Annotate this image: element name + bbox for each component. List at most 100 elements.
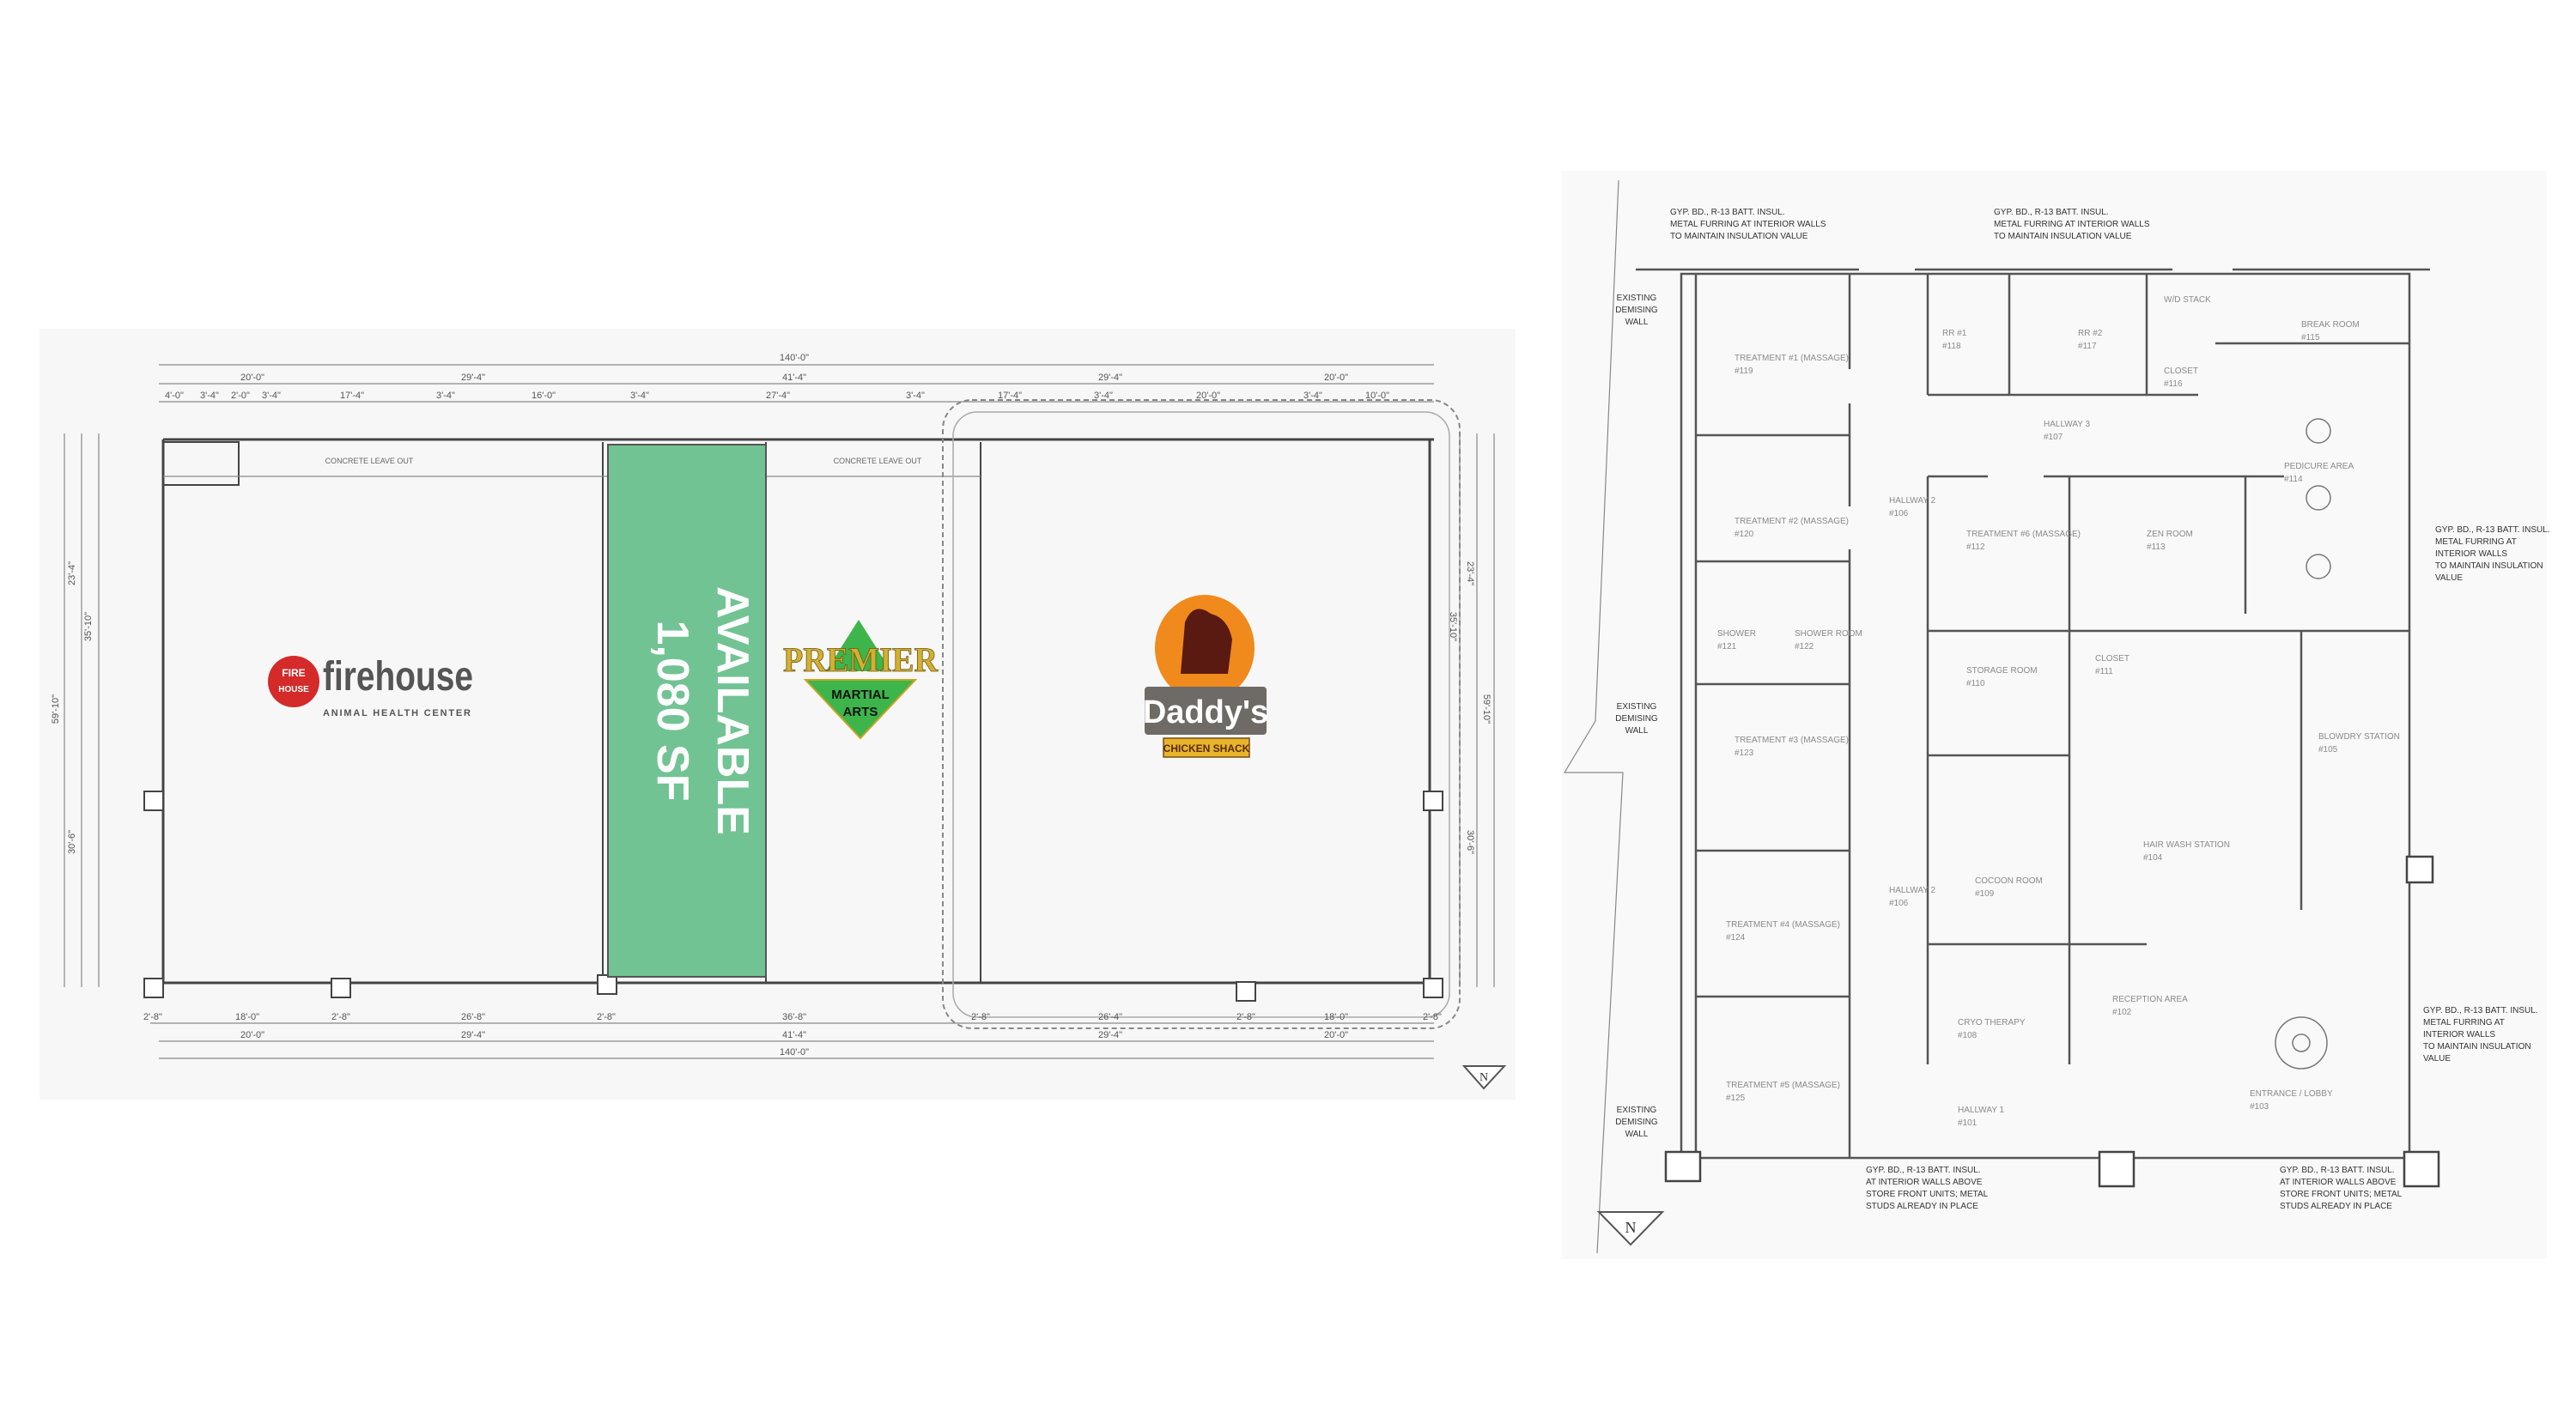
dimension-label: 2'-8" bbox=[971, 1012, 990, 1022]
dimension-labels: 140'-0"20'-0"29'-4"41'-4"29'-4"20'-0"4'-… bbox=[51, 353, 1492, 1058]
note-line: TO MAINTAIN INSULATION VALUE bbox=[1670, 232, 1808, 241]
room-name: ENTRANCE / LOBBY bbox=[2250, 1089, 2333, 1099]
dimension-label: 26'-4" bbox=[1098, 1012, 1122, 1022]
note-line: TO MAINTAIN INSULATION VALUE bbox=[1994, 232, 2132, 241]
room-name: STORAGE ROOM bbox=[1966, 666, 2038, 676]
svg-text:MARTIAL: MARTIAL bbox=[831, 688, 890, 702]
note-line: AT INTERIOR WALLS ABOVE bbox=[1866, 1178, 1983, 1187]
construction-note: GYP. BD., R-13 BATT. INSUL.AT INTERIOR W… bbox=[2280, 1166, 2403, 1211]
room-number: #118 bbox=[1942, 342, 1961, 351]
dimension-label: 3'-4" bbox=[200, 391, 219, 401]
interior-walls bbox=[1636, 268, 2430, 1160]
plan-background bbox=[1562, 171, 2547, 1259]
room-label: TREATMENT #6 (MASSAGE)#112 bbox=[1966, 530, 2081, 552]
dimension-label-left: 30'-6" bbox=[67, 830, 77, 854]
dimension-label: 20'-0" bbox=[240, 1030, 264, 1040]
north-arrow-icon: N bbox=[1461, 1065, 1507, 1090]
room-label: CLOSET#116 bbox=[2164, 367, 2198, 389]
room-name: CLOSET bbox=[2164, 367, 2198, 376]
room-name: TREATMENT #2 (MASSAGE) bbox=[1735, 517, 1849, 526]
room-name: SHOWER bbox=[1717, 629, 1756, 639]
note-line: GYP. BD., R-13 BATT. INSUL. bbox=[2423, 1006, 2538, 1015]
note-line: EXISTING bbox=[1617, 702, 1657, 712]
room-number: #112 bbox=[1966, 542, 1985, 552]
room-name: TREATMENT #4 (MASSAGE) bbox=[1726, 920, 1840, 930]
svg-text:PREMIER: PREMIER bbox=[783, 640, 939, 679]
pedicure-chairs bbox=[2275, 418, 2331, 1070]
north-arrow-icon: N bbox=[1596, 1211, 1665, 1246]
dimension-label-right: 23'-4" bbox=[1465, 561, 1475, 585]
room-number: #111 bbox=[2095, 667, 2113, 676]
note-line: GYP. BD., R-13 BATT. INSUL. bbox=[1670, 208, 1785, 217]
room-label: BLOWDRY STATION#105 bbox=[2318, 732, 2400, 755]
construction-notes: GYP. BD., R-13 BATT. INSUL. METAL FURRING… bbox=[1615, 208, 2549, 1211]
dimension-label: 16'-0" bbox=[532, 391, 556, 401]
room-number: #107 bbox=[2044, 433, 2063, 442]
room-name: CLOSET bbox=[2095, 654, 2129, 664]
note-line: DEMISING bbox=[1615, 714, 1658, 724]
room-label: COCOON ROOM#109 bbox=[1975, 876, 2043, 899]
dimension-label: 29'-4" bbox=[1098, 1030, 1122, 1040]
dimension-label: 3'-4" bbox=[1303, 391, 1322, 401]
dimension-label: 140'-0" bbox=[780, 353, 809, 363]
note-line: WALL bbox=[1625, 1130, 1649, 1139]
note-line: METAL FURRING AT bbox=[2423, 1018, 2505, 1027]
dimension-label: 41'-4" bbox=[782, 373, 806, 383]
dimension-label: 36'-8" bbox=[782, 1012, 806, 1022]
room-label: TREATMENT #2 (MASSAGE) #120 bbox=[1735, 517, 1849, 539]
dimension-label: 2'-8" bbox=[143, 1012, 162, 1022]
dimension-label: 18'-0" bbox=[235, 1012, 259, 1022]
dimension-label: 29'-4" bbox=[1098, 373, 1122, 383]
concrete-label: CONCRETE LEAVE OUT bbox=[325, 457, 414, 465]
dimension-label: 140'-0" bbox=[780, 1047, 809, 1058]
note-line: VALUE bbox=[2423, 1054, 2451, 1064]
available-space[interactable]: AVAILABLE 1,080 SF bbox=[607, 444, 767, 978]
svg-text:CHICKEN SHACK: CHICKEN SHACK bbox=[1163, 742, 1250, 755]
note-line: WALL bbox=[1625, 318, 1649, 327]
room-label: TREATMENT #3 (MASSAGE) #123 bbox=[1735, 736, 1849, 758]
room-number: #124 bbox=[1726, 933, 1746, 942]
room-number: #104 bbox=[2143, 853, 2163, 863]
note-line: INTERIOR WALLS bbox=[2423, 1030, 2495, 1039]
room-name: RR #2 bbox=[2078, 329, 2103, 338]
room-number: #117 bbox=[2078, 342, 2097, 351]
dimension-label: 17'-4" bbox=[340, 391, 364, 401]
room-number: #115 bbox=[2301, 333, 2320, 342]
available-area: 1,080 SF bbox=[647, 620, 697, 801]
note-line: STUDS ALREADY IN PLACE bbox=[1866, 1202, 1978, 1211]
dimension-label-right: 30'-6" bbox=[1465, 830, 1475, 854]
room-name: RECEPTION AREA bbox=[2112, 995, 2188, 1004]
room-number: #123 bbox=[1735, 748, 1754, 758]
dimension-label: 3'-4" bbox=[436, 391, 455, 401]
room-name: TREATMENT #5 (MASSAGE) bbox=[1726, 1081, 1840, 1090]
room-label: BREAK ROOM#115 bbox=[2301, 320, 2360, 342]
dimension-label: 2'-8" bbox=[597, 1012, 616, 1022]
firehouse-logo: FIRE HOUSE firehouse ANIMAL HEALTH CENTE… bbox=[268, 654, 473, 718]
room-label: SHOWER#121 bbox=[1717, 629, 1756, 651]
room-number: #119 bbox=[1735, 367, 1753, 376]
dimension-label: 3'-4" bbox=[1094, 391, 1113, 401]
svg-text:Daddy's: Daddy's bbox=[1143, 694, 1268, 730]
room-name: TREATMENT #3 (MASSAGE) bbox=[1735, 736, 1849, 745]
note-line: VALUE bbox=[2435, 573, 2463, 583]
svg-text:ARTS: ARTS bbox=[843, 705, 878, 719]
room-label: ZEN ROOM#113 bbox=[2147, 530, 2193, 552]
room-number: #106 bbox=[1889, 509, 1909, 518]
room-name: CRYO THERAPY bbox=[1958, 1018, 2026, 1027]
room-label: W/D STACK bbox=[2164, 295, 2211, 305]
room-name: PEDICURE AREA bbox=[2284, 462, 2354, 471]
dimension-label: 3'-4" bbox=[262, 391, 281, 401]
dimension-label: 29'-4" bbox=[461, 1030, 485, 1040]
room-number: #120 bbox=[1735, 530, 1754, 539]
dimension-label: 3'-4" bbox=[906, 391, 925, 401]
dimension-label: 41'-4" bbox=[782, 1030, 806, 1040]
note-line: DEMISING bbox=[1615, 306, 1658, 315]
daddys-chicken-shack-logo: Daddy's CHICKEN SHACK bbox=[1143, 595, 1268, 758]
room-label: RECEPTION AREA#102 bbox=[2112, 995, 2188, 1017]
dimension-label: 4'-0" bbox=[165, 391, 184, 401]
note-line: METAL FURRING AT INTERIOR WALLS bbox=[1994, 220, 2150, 229]
room-label: HALLWAY 3#107 bbox=[2044, 420, 2091, 442]
